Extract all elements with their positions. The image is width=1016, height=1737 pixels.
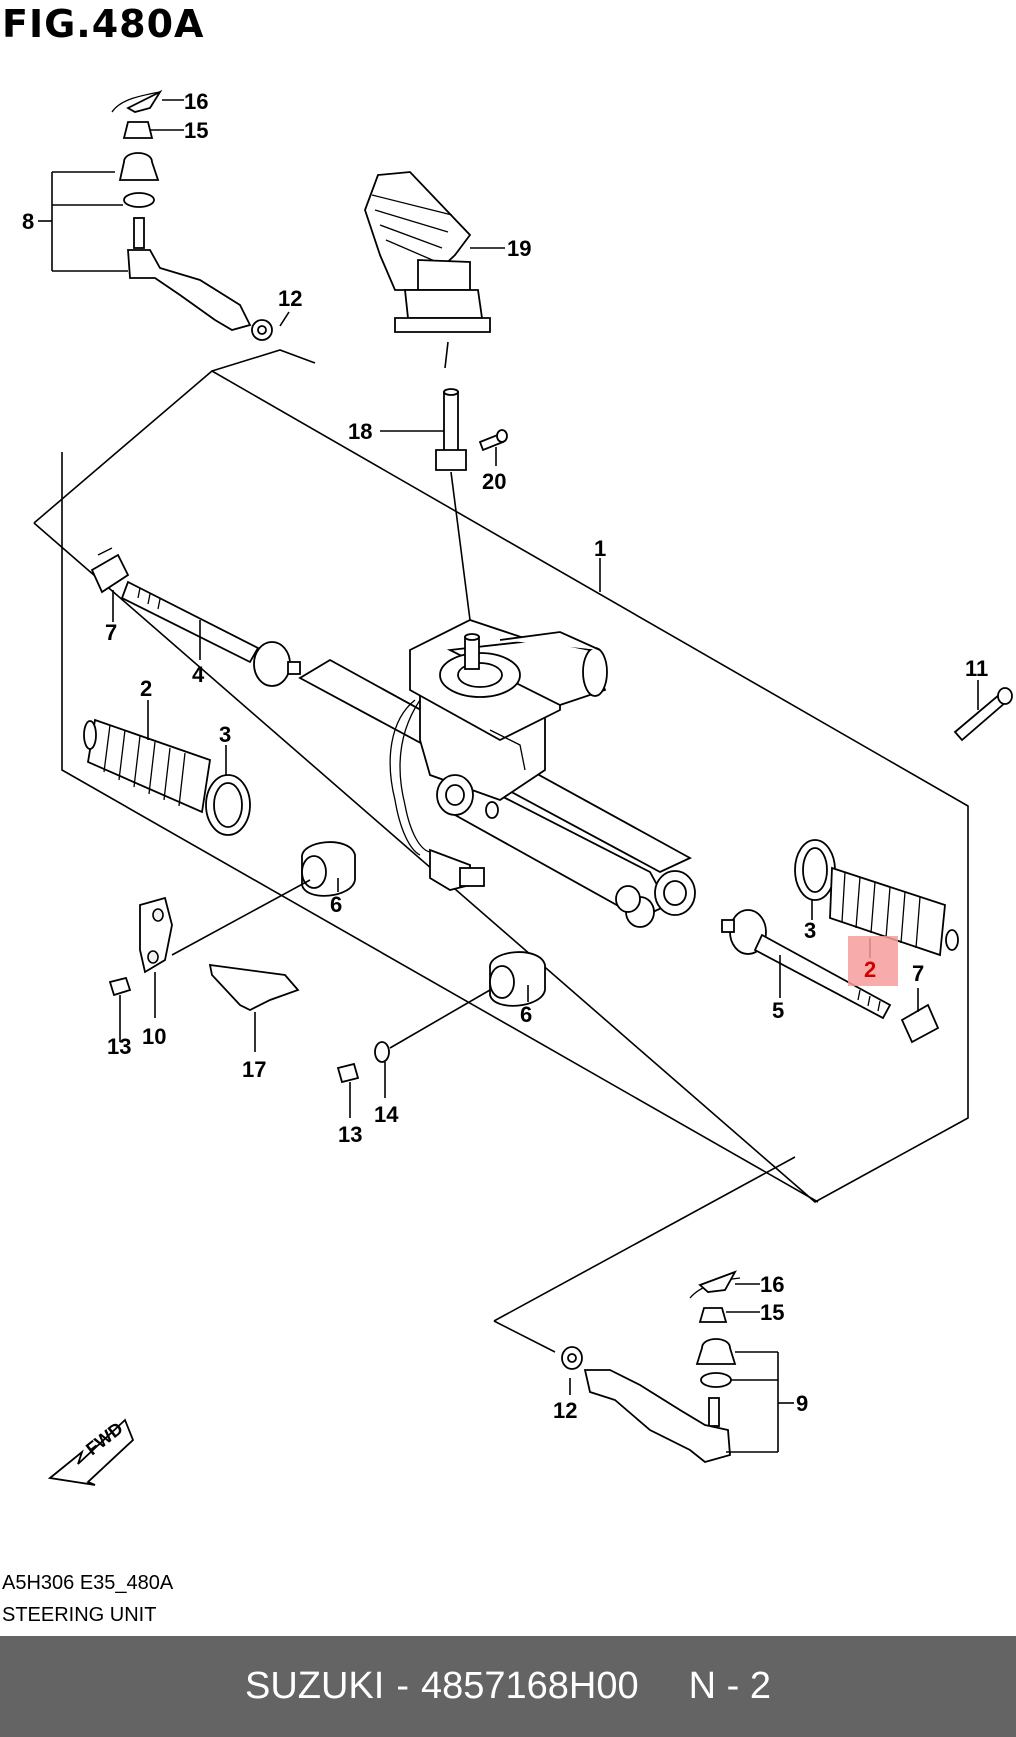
footer-bar: SUZUKI - 4857168H00 N - 2: [0, 1636, 1016, 1737]
tie-rod-end-right[interactable]: [561, 1270, 741, 1463]
boot-clamp-left[interactable]: [205, 774, 251, 836]
steering-gear-housing[interactable]: [298, 619, 696, 928]
callout-2-left: 2: [140, 676, 152, 701]
callout-4: 4: [192, 662, 205, 687]
callout-9: 9: [796, 1391, 808, 1416]
callout-19: 19: [507, 236, 531, 261]
tie-rod-end-left[interactable]: [111, 89, 273, 341]
steering-boot-left[interactable]: [83, 718, 212, 814]
nut-13-right[interactable]: [336, 1062, 360, 1084]
figure-title: FIG.480A: [2, 2, 205, 46]
drawing-name: STEERING UNIT: [2, 1604, 157, 1626]
fwd-arrow: FWD: [47, 1418, 135, 1486]
callout-13-right: 13: [338, 1122, 362, 1147]
callout-16-top: 16: [184, 89, 208, 114]
callout-16-bottom: 16: [760, 1272, 784, 1297]
column-boot[interactable]: [364, 171, 491, 333]
bolt-11[interactable]: [953, 687, 1013, 742]
callout-6-left: 6: [330, 892, 342, 917]
clamp-left[interactable]: [90, 547, 130, 594]
plate-17[interactable]: [208, 963, 300, 1012]
callout-18: 18: [348, 419, 372, 444]
callout-15-top: 15: [184, 118, 208, 143]
bolt-20[interactable]: [478, 429, 508, 452]
input-shaft-joint[interactable]: [435, 388, 467, 471]
callout-8: 8: [22, 209, 34, 234]
callout-2-right: 2: [864, 957, 876, 982]
callout-7-left: 7: [105, 620, 117, 645]
bushing-right[interactable]: [489, 951, 546, 1007]
part-number: 4857168H00: [421, 1665, 639, 1707]
bushing-left[interactable]: [301, 841, 356, 897]
steering-boot-right[interactable]: [829, 866, 959, 957]
leader-lines: [38, 99, 979, 1453]
callout-3-left: 3: [219, 722, 231, 747]
clamp-right[interactable]: [900, 1003, 940, 1044]
callout-6-right: 6: [520, 1002, 532, 1027]
separator: -: [396, 1665, 409, 1707]
callout-1: 1: [594, 536, 606, 561]
assembly-frame: [33, 349, 969, 1203]
callout-15-bottom: 15: [760, 1300, 784, 1325]
boot-clamp-right[interactable]: [794, 839, 836, 901]
callout-13-left: 13: [107, 1034, 131, 1059]
callout-10: 10: [142, 1024, 166, 1049]
callout-20: 20: [482, 469, 506, 494]
right-end-frame: [493, 1156, 796, 1353]
inner-tie-rod-right[interactable]: [721, 909, 892, 1020]
drawing-code: A5H306 E35_480A: [2, 1572, 174, 1594]
callout-12-top: 12: [278, 286, 302, 311]
callout-17: 17: [242, 1057, 266, 1082]
nut-13-left[interactable]: [108, 976, 132, 997]
callout-5: 5: [772, 998, 784, 1023]
highlight-box: [848, 936, 898, 986]
exploded-parts-diagram: FWD: [22, 89, 1013, 1486]
callout-7-right: 7: [912, 961, 924, 986]
washer-14[interactable]: [374, 1041, 390, 1063]
brand-name: SUZUKI: [244, 1665, 385, 1707]
quantity-label: N - 2: [688, 1665, 772, 1707]
callout-3-right: 3: [804, 918, 816, 943]
callout-labels: 16 15 8 12 19 18 20 1 7 4 2 3 11 6 3 2 7…: [22, 89, 988, 1423]
inner-tie-rod-left[interactable]: [120, 580, 301, 687]
bracket-10[interactable]: [139, 896, 173, 974]
callout-12-bottom: 12: [553, 1398, 577, 1423]
callout-11: 11: [965, 656, 988, 681]
callout-14: 14: [374, 1102, 399, 1127]
